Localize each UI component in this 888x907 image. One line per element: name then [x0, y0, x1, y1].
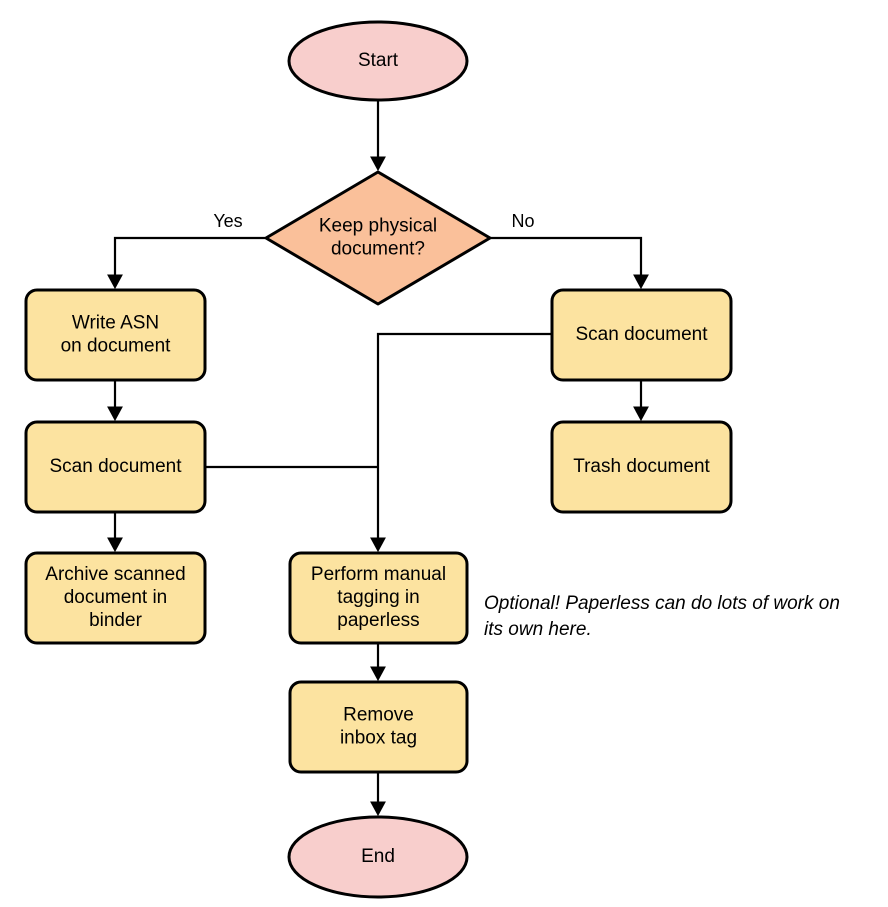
process-shape-scan_right — [550, 288, 733, 382]
process-shape-archive — [24, 551, 207, 645]
annotations-layer: Optional! Paperless can do lots of work … — [484, 593, 840, 640]
node-trash[interactable]: Trash document — [550, 420, 733, 514]
node-label-remove_inbox: inbox tag — [340, 728, 417, 749]
node-scan_left[interactable]: Scan document — [24, 420, 207, 514]
edge-labels-layer: Yes No — [213, 211, 534, 231]
process-shape-scan_left — [24, 420, 207, 514]
node-label-tagging: tagging in — [337, 587, 419, 608]
node-label-decision: Keep physical — [319, 216, 437, 237]
edge-decision-no-to-scan-right — [490, 236, 649, 290]
terminator-shape-start — [287, 20, 469, 102]
process-shape-trash — [550, 420, 733, 514]
node-label-end: End — [361, 846, 395, 867]
node-end[interactable]: End — [287, 815, 469, 899]
node-label-trash: Trash document — [573, 456, 710, 477]
edges-layer — [107, 100, 649, 817]
annotation-line: its own here. — [484, 619, 592, 640]
decision-shape-decision — [264, 170, 492, 306]
node-label-archive: Archive scanned — [45, 564, 185, 585]
node-label-write_asn: on document — [61, 336, 172, 357]
annotation-optional-note: Optional! Paperless can do lots of work … — [484, 593, 840, 640]
node-label-archive: document in — [64, 587, 168, 608]
node-label-decision: document? — [331, 239, 425, 260]
node-label-start: Start — [358, 50, 399, 71]
edge-label-no-label: No — [511, 211, 534, 231]
edge-scan-right-to-tagging — [370, 332, 552, 553]
process-shape-remove_inbox — [288, 680, 469, 774]
annotation-line: Optional! Paperless can do lots of work … — [484, 593, 840, 614]
node-scan_right[interactable]: Scan document — [550, 288, 733, 382]
node-label-remove_inbox: Remove — [343, 705, 414, 726]
node-label-tagging: Perform manual — [311, 564, 446, 585]
node-label-tagging: paperless — [337, 610, 419, 631]
edge-label-yes-label: Yes — [213, 211, 242, 231]
node-start[interactable]: Start — [287, 20, 469, 102]
node-label-scan_left: Scan document — [49, 456, 182, 477]
terminator-shape-end — [287, 815, 469, 899]
node-label-archive: binder — [89, 610, 142, 631]
node-label-write_asn: Write ASN — [72, 313, 159, 334]
process-shape-write_asn — [24, 288, 207, 382]
node-label-scan_right: Scan document — [575, 324, 708, 345]
process-shape-tagging — [288, 551, 469, 645]
edge-decision-yes-to-write-asn — [107, 236, 265, 290]
